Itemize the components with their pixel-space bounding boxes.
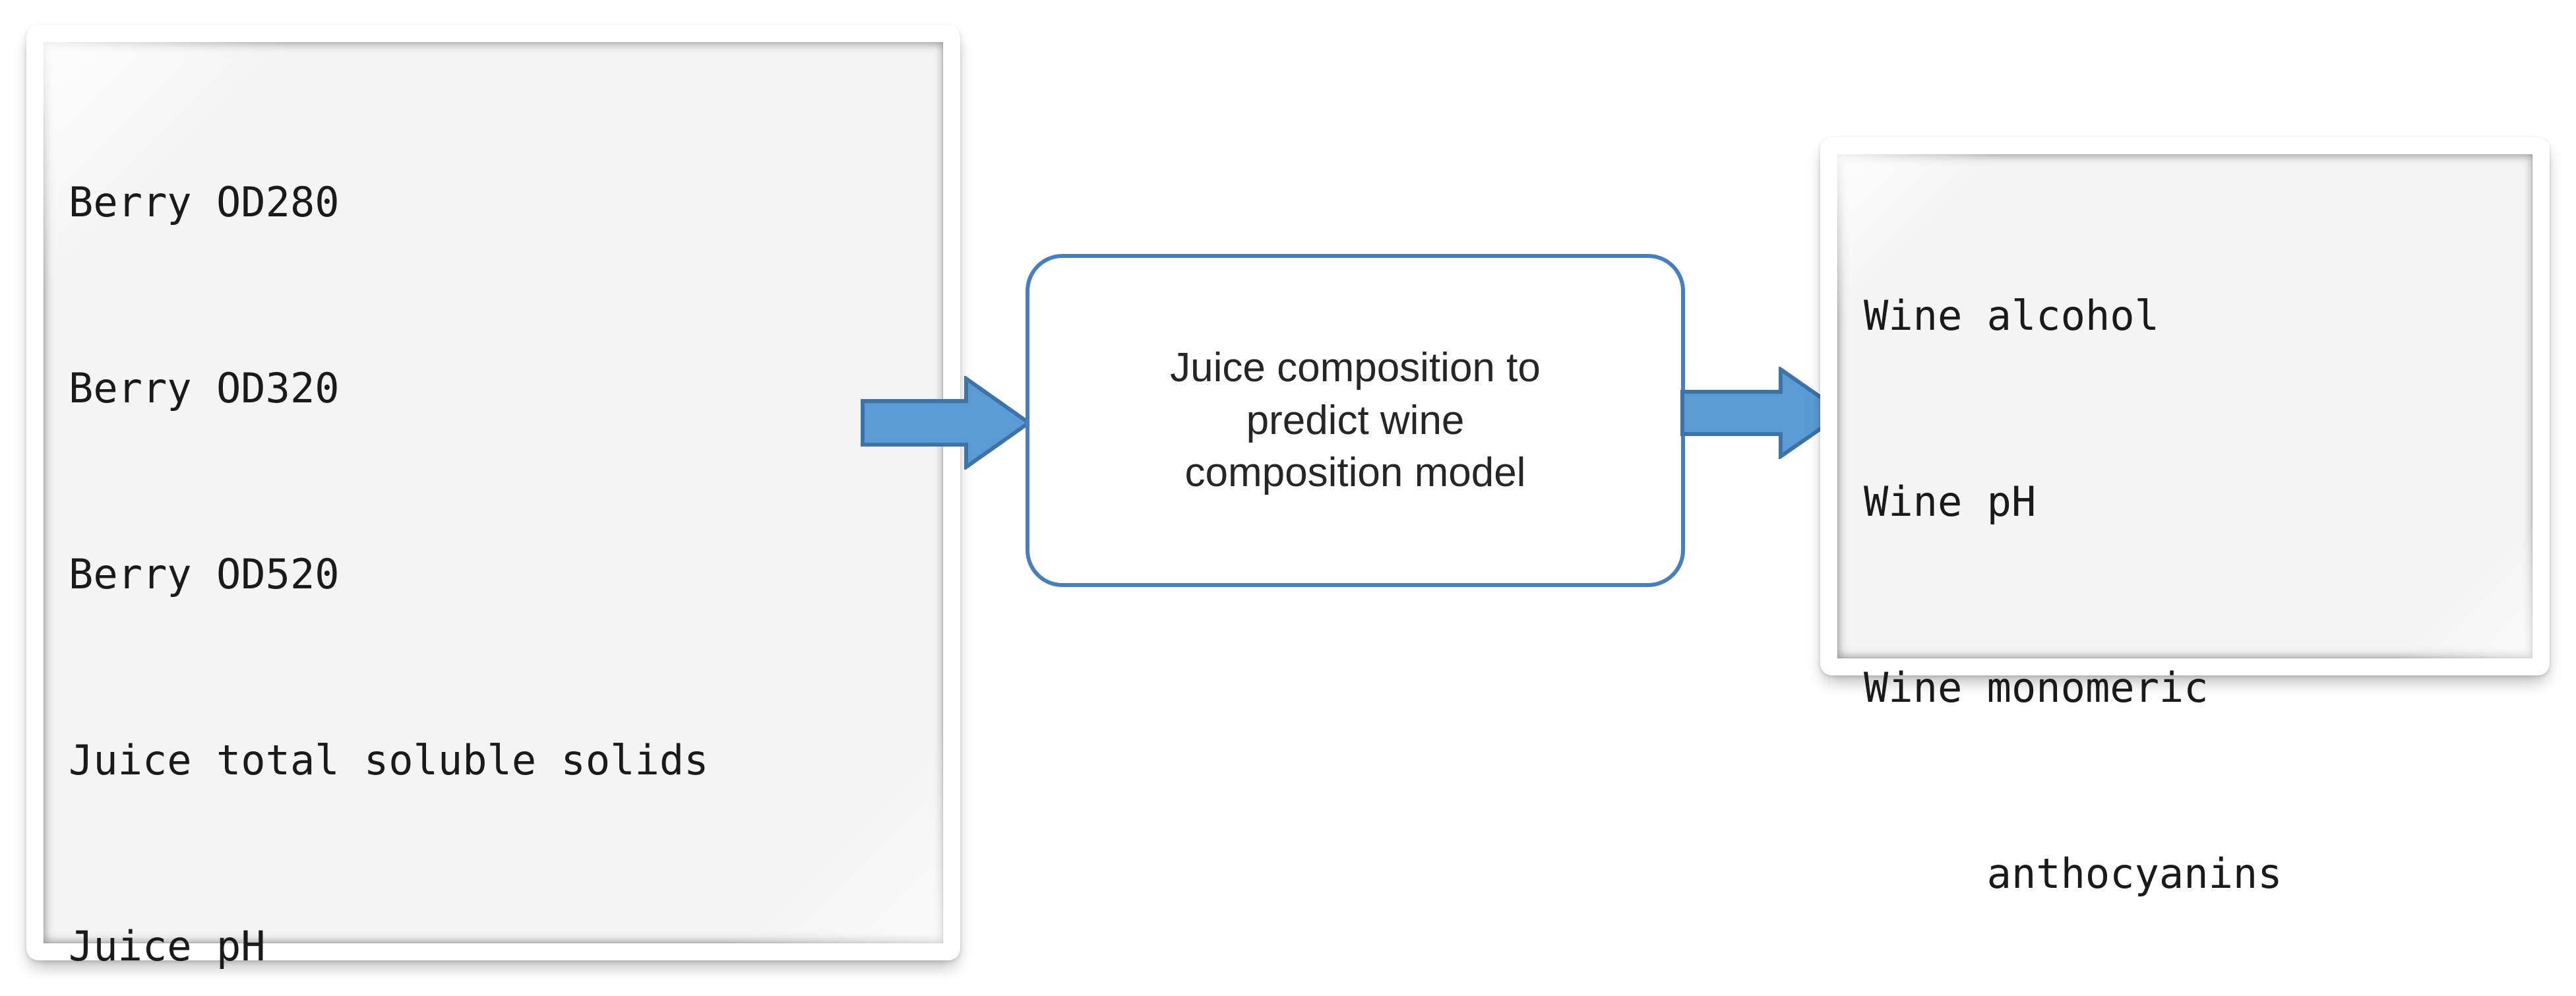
outputs-box: Wine alcohol Wine pH Wine monomeric anth… <box>1820 137 2550 898</box>
inputs-box: Berry OD280 Berry OD320 Berry OD520 Juic… <box>26 25 960 970</box>
list-item: Wine monomeric <box>1864 664 2209 712</box>
outputs-box-inner-bevel <box>1837 154 2532 658</box>
arrow-right-icon-inputs-to-model <box>861 376 1031 470</box>
inputs-box-inner-bevel <box>44 42 943 943</box>
list-item-continuation: anthocyanins <box>1986 850 2283 898</box>
model-text-line-2: predict wine <box>1246 397 1465 443</box>
list-item: Berry OD320 <box>69 364 340 412</box>
model-text-line-1: Juice composition to <box>1170 345 1541 391</box>
list-item: Juice total soluble solids <box>69 736 709 784</box>
outputs-list: Wine alcohol Wine pH Wine monomeric anth… <box>1864 161 2536 996</box>
inputs-list: Berry OD280 Berry OD320 Berry OD520 Juic… <box>69 47 947 996</box>
model-text-line-3: composition model <box>1184 450 1526 496</box>
list-item: Wine pH <box>1864 478 2037 526</box>
list-item: Juice pH <box>69 922 266 970</box>
model-box-label: Juice composition to predict wine compos… <box>1075 342 1636 499</box>
model-box: Juice composition to predict wine compos… <box>1026 254 1685 587</box>
list-item: Berry OD280 <box>69 178 340 226</box>
list-item: Berry OD520 <box>69 550 340 598</box>
arrow-right-icon-model-to-outputs <box>1680 367 1845 459</box>
list-item: Wine alcohol <box>1864 292 2159 340</box>
